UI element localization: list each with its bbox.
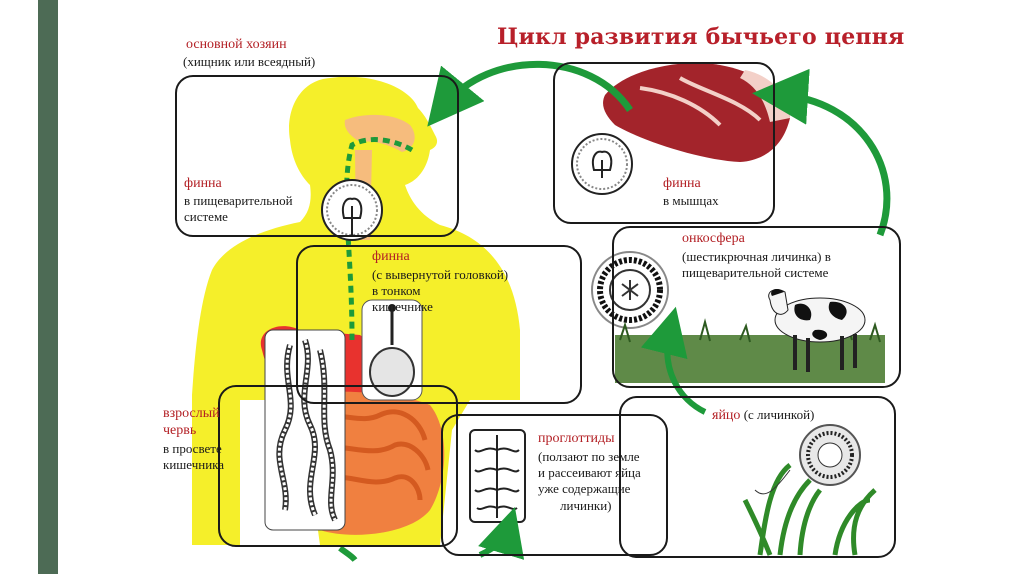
proglottids-line-1: (ползают по земле xyxy=(538,449,640,464)
proglottids-name: проглоттиды xyxy=(538,431,615,446)
finna-digestive-name: финна xyxy=(184,176,222,191)
finna-muscle-box xyxy=(553,62,775,224)
adult-worm-line-2: кишечника xyxy=(163,457,225,472)
host-sublabel: (хищник или всеядный) xyxy=(183,54,316,69)
finna-intestine-line-3: кишечнике xyxy=(372,299,433,314)
oncosphere-name: онкосфера xyxy=(682,231,745,246)
adult-worm-line-1: в просвете xyxy=(163,441,222,456)
finna-digestive-line-2: системе xyxy=(184,209,228,224)
finna-intestine-box xyxy=(296,245,582,404)
finna-digestive-line-1: в пищеварительной xyxy=(184,193,293,208)
finna-intestine-line-1: (с вывернутой головкой) xyxy=(372,267,509,282)
egg-box xyxy=(619,396,896,558)
finna-intestine-image xyxy=(361,299,423,401)
cycle-arrows xyxy=(338,60,891,562)
finna-digestive-image xyxy=(321,179,383,241)
adult-worm-name-1: взрослый xyxy=(163,406,220,421)
diagram-title: Цикл развития бычьего цепня xyxy=(497,24,905,50)
adult-worm-box xyxy=(218,385,458,547)
adult-worm-image xyxy=(264,329,346,531)
host-label: основной хозяин xyxy=(186,37,287,52)
finna-muscle-name: финна xyxy=(663,176,701,191)
egg-detail: (с личинкой) xyxy=(743,407,815,422)
proglottids-line-4: личинки) xyxy=(560,498,612,513)
proglottids-line-2: и рассеивают яйца xyxy=(538,465,641,480)
oncosphere-line-2: пищеварительной системе xyxy=(682,265,829,280)
proglottids-box xyxy=(441,414,668,556)
finna-muscle-image xyxy=(571,133,633,195)
finna-intestine-name: финна xyxy=(372,249,410,264)
finna-intestine-line-2: в тонком xyxy=(372,283,421,298)
oncosphere-box xyxy=(612,226,901,388)
egg-name: яйцо xyxy=(712,408,741,423)
finna-digestive-box xyxy=(175,75,459,237)
egg-label: яйцо (с личинкой) xyxy=(712,408,814,423)
slide-side-bar xyxy=(38,0,58,574)
finna-muscle-line-1: в мышцах xyxy=(663,193,719,208)
egg-image xyxy=(742,424,877,556)
adult-worm-name-2: червь xyxy=(163,423,197,438)
cow-image xyxy=(615,289,885,383)
oncosphere-line-1: (шестикрючная личинка) в xyxy=(682,249,831,264)
proglottids-line-3: уже содержащие xyxy=(538,481,631,496)
